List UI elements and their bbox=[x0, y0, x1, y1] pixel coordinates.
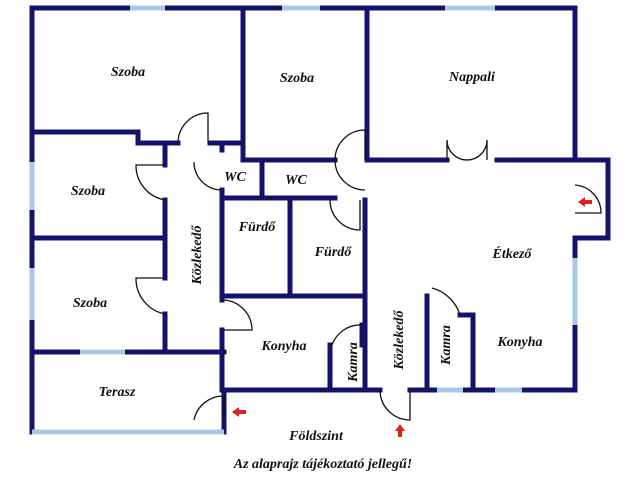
doors bbox=[135, 112, 602, 421]
room-label-wc: WC bbox=[224, 170, 246, 185]
room-label-szoba: Szoba bbox=[73, 296, 107, 311]
room-label-szoba: Szoba bbox=[71, 184, 105, 199]
entrance-arrow-icon bbox=[395, 424, 405, 437]
room-label-kozlekedo: Közlekedő bbox=[392, 309, 407, 370]
entrance-arrows bbox=[232, 197, 592, 437]
room-labels: Szoba Szoba Nappali Szoba WC WC Fürdő Fü… bbox=[71, 65, 543, 400]
level-label: Földszint bbox=[288, 429, 344, 444]
entrance-arrow-icon bbox=[578, 197, 592, 207]
room-label-szoba: Szoba bbox=[280, 71, 314, 86]
room-label-konyha: Konyha bbox=[260, 339, 306, 354]
room-label-kamra: Kamra bbox=[439, 325, 454, 366]
room-label-kozlekedo: Közlekedő bbox=[190, 224, 205, 285]
room-label-kamra: Kamra bbox=[346, 342, 361, 383]
room-label-szoba: Szoba bbox=[111, 65, 145, 80]
room-label-etkezo: Étkező bbox=[492, 245, 533, 262]
room-label-nappali: Nappali bbox=[448, 70, 495, 85]
entrance-arrow-icon bbox=[232, 407, 246, 417]
room-label-terasz: Terasz bbox=[99, 385, 136, 400]
disclaimer: Az alaprajz tájékoztató jellegű! bbox=[233, 457, 413, 472]
windows bbox=[29, 5, 578, 435]
room-label-furdo: Fürdő bbox=[314, 245, 353, 260]
room-label-konyha: Konyha bbox=[496, 335, 542, 350]
room-label-wc: WC bbox=[285, 173, 307, 188]
walls bbox=[29, 5, 611, 435]
room-label-furdo: Fürdő bbox=[238, 220, 277, 235]
